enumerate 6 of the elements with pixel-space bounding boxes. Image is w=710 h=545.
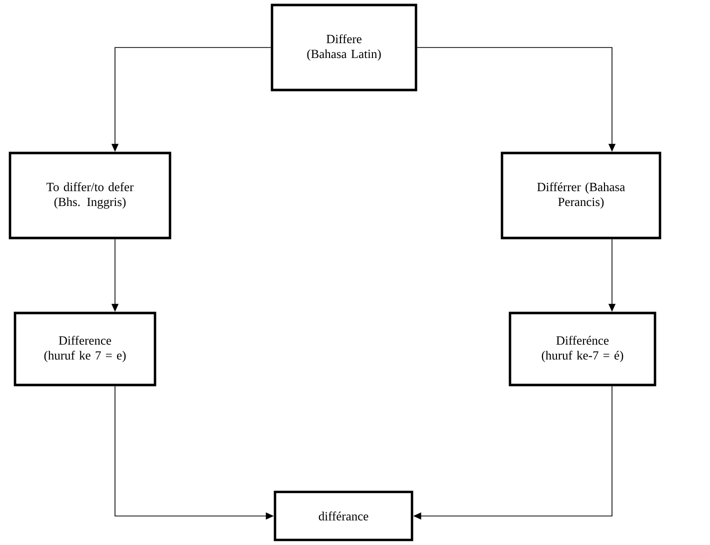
process-box: Differénce (huruf ke-7 = é) — [508, 312, 656, 386]
process-box: Difference (huruf ke 7 = e) — [14, 312, 156, 386]
process-box: différance — [274, 490, 414, 542]
process-box: Différrer (Bahasa Perancis) — [500, 152, 662, 240]
process-box: To differ/to defer (Bhs. Inggris) — [8, 152, 172, 240]
process-box: Differe (Bahasa Latin) — [270, 4, 418, 92]
